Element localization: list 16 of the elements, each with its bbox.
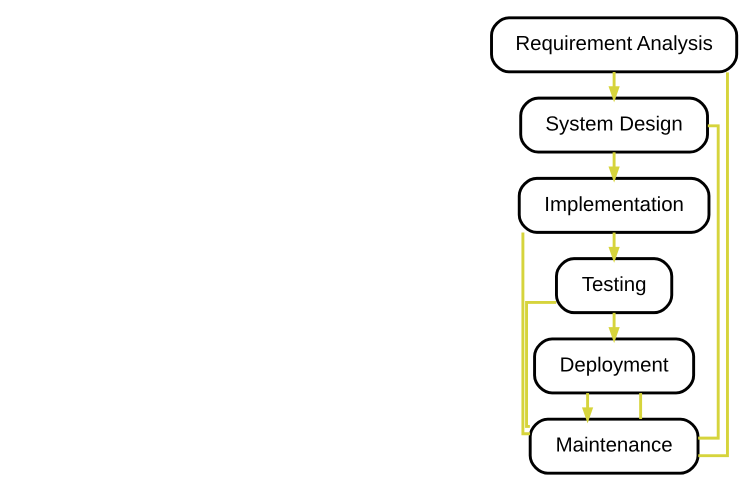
arrow bbox=[608, 152, 620, 182]
arrow bbox=[582, 392, 594, 423]
arrow bbox=[608, 312, 620, 343]
connector bbox=[698, 72, 729, 457]
node-box: Testing bbox=[555, 256, 674, 314]
connector bbox=[698, 124, 720, 440]
node-box: Requirement Analysis bbox=[490, 16, 738, 73]
connector bbox=[639, 392, 642, 419]
arrow bbox=[608, 232, 620, 262]
node-box: System Design bbox=[519, 96, 709, 154]
connector bbox=[521, 232, 530, 435]
node-box: Maintenance bbox=[528, 417, 700, 474]
connector bbox=[525, 300, 556, 428]
node-box: Implementation bbox=[518, 176, 710, 234]
node-box: Deployment bbox=[533, 336, 696, 394]
arrow bbox=[608, 72, 620, 102]
